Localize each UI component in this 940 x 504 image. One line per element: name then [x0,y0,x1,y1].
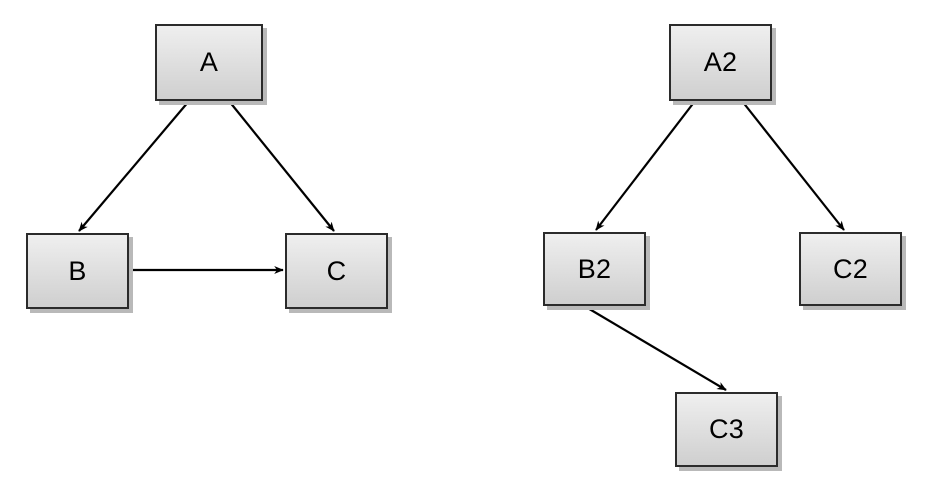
node-label-b: B [68,255,87,286]
edge-a2-to-c2 [741,100,845,231]
edge-group [78,100,845,391]
node-label-c3: C3 [708,414,745,444]
node-label-c: C [326,255,347,286]
node-a[interactable]: A [155,24,263,101]
node-c3[interactable]: C3 [675,392,778,467]
node-a2[interactable]: A2 [669,24,772,101]
edge-a-to-b [78,100,190,232]
node-c[interactable]: C [285,233,388,309]
edge-a2-to-b2 [595,100,696,231]
node-label-a: A [199,47,219,77]
node-label-c2: C2 [832,253,869,284]
node-b2[interactable]: B2 [543,232,646,306]
edge-a-to-c [228,100,335,232]
node-label-b2: B2 [577,253,612,284]
node-label-a2: A2 [703,47,738,77]
node-c2[interactable]: C2 [799,232,902,306]
edge-b2-to-c3 [585,306,727,391]
node-b[interactable]: B [26,233,129,309]
